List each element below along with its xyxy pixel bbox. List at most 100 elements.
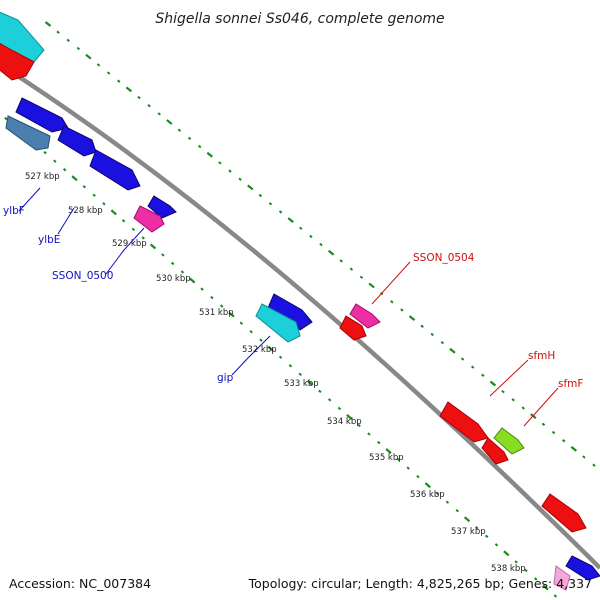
- track-outer-dash: [177, 128, 182, 132]
- track-inner-dash: [141, 236, 145, 240]
- track-outer-dash: [521, 406, 525, 410]
- gene-blue-3[interactable]: [89, 149, 141, 191]
- tick-533kbp: 533 kbp: [284, 379, 319, 389]
- leader-SSON_0500: [105, 227, 145, 275]
- track-inner-dash: [102, 202, 106, 206]
- track-outer-dash: [489, 380, 497, 387]
- gene-red-lower[interactable]: [541, 493, 587, 533]
- leader-ylbE: [57, 207, 75, 235]
- gene-ylbE[interactable]: [57, 125, 97, 157]
- track-outer-dash: [400, 308, 404, 312]
- track-inner-dash: [267, 345, 274, 352]
- track-inner-dash: [131, 227, 136, 232]
- topology-text: Topology: circular; Length: 4,825,265 bp…: [248, 576, 592, 591]
- track-inner-dash: [553, 594, 558, 598]
- track-inner-dash: [210, 295, 214, 300]
- track-inner-dash: [121, 219, 126, 223]
- track-outer-dash: [66, 38, 70, 42]
- track-inner-dash: [249, 330, 253, 334]
- tick-537kbp: 537 kbp: [451, 527, 486, 537]
- track-inner-dash: [288, 364, 293, 368]
- track-outer-dash: [390, 300, 394, 304]
- gene-SSON_0500[interactable]: [133, 205, 165, 233]
- track-outer-dash: [570, 445, 577, 452]
- track-outer-dash: [408, 315, 416, 321]
- gene-sfmF[interactable]: [493, 427, 525, 455]
- tick-536kbp: 536 kbp: [410, 490, 445, 500]
- tick-534kbp: 534 kbp: [327, 417, 362, 427]
- track-inner-dash: [385, 448, 392, 454]
- gene-sfmH-red[interactable]: [439, 401, 489, 443]
- gene-sfmH[interactable]: [481, 437, 509, 465]
- track-inner-dash: [346, 414, 353, 420]
- label-gip[interactable]: gip: [217, 372, 234, 384]
- track-outer-dash: [287, 217, 294, 223]
- track-outer-dash: [430, 332, 434, 337]
- track-outer-dash: [592, 463, 596, 467]
- track-inner-dash: [220, 304, 224, 308]
- track-outer-dash: [541, 422, 546, 426]
- track-outer-dash: [501, 389, 505, 394]
- leader-ylbF: [18, 187, 41, 212]
- gene-ylbF[interactable]: [5, 115, 51, 151]
- track-inner-dash: [463, 516, 471, 523]
- track-inner-dash: [278, 355, 283, 359]
- track-outer-dash: [228, 169, 232, 173]
- track-inner-dash: [484, 534, 489, 538]
- label-SSON_0500[interactable]: SSON_0500: [52, 270, 113, 282]
- dotted-tracks: [4, 21, 596, 598]
- leader-sfmH: [489, 359, 529, 397]
- track-outer-dash: [106, 71, 111, 75]
- track-outer-dash: [561, 439, 566, 443]
- track-inner-dash: [43, 150, 47, 155]
- label-SSON_0504[interactable]: SSON_0504: [413, 252, 475, 264]
- track-inner-dash: [170, 261, 175, 266]
- track-outer-dash: [166, 119, 173, 125]
- gene-gip[interactable]: [255, 303, 301, 343]
- label-ylbE[interactable]: ylbE: [38, 234, 60, 246]
- track-outer-dash: [125, 86, 133, 93]
- track-outer-dash: [551, 430, 556, 435]
- track-inner-dash: [534, 577, 538, 581]
- label-sfmH[interactable]: sfmH: [528, 350, 555, 362]
- gene-blue-gip[interactable]: [267, 293, 313, 331]
- track-outer-dash: [268, 202, 273, 206]
- track-outer-dash: [420, 324, 424, 328]
- track-outer-dash: [258, 193, 263, 198]
- label-sfmF[interactable]: sfmF: [558, 378, 583, 390]
- track-inner-dash: [445, 500, 450, 504]
- track-inner-dash: [161, 253, 165, 257]
- track-inner-dash: [298, 372, 302, 376]
- map-title: Shigella sonnei Ss046, complete genome: [155, 11, 444, 27]
- gene-red-top[interactable]: [0, 38, 35, 81]
- gene-SSON_0504[interactable]: [349, 303, 381, 329]
- track-outer-dash: [339, 259, 343, 263]
- track-inner-dash: [189, 277, 196, 284]
- track-outer-dash: [85, 53, 92, 60]
- gene-red-mid[interactable]: [339, 315, 367, 341]
- track-inner-dash: [406, 466, 410, 470]
- track-outer-dash: [368, 282, 375, 289]
- track-outer-dash: [238, 177, 242, 181]
- gene-ylbF-blue[interactable]: [15, 97, 69, 133]
- track-inner-dash: [435, 491, 440, 496]
- track-outer-dash: [147, 104, 151, 108]
- track-inner-dash: [337, 406, 342, 411]
- track-inner-dash: [259, 338, 263, 342]
- track-outer-dash: [44, 21, 52, 27]
- gene-blue-corner[interactable]: [565, 555, 600, 581]
- track-outer-dash: [440, 340, 445, 345]
- track-inner-dash: [53, 159, 57, 163]
- track-outer-dash: [470, 365, 475, 369]
- gene-pink-corner[interactable]: [553, 565, 571, 591]
- leader-sfmF: [523, 387, 559, 427]
- leader-gip: [231, 335, 271, 376]
- label-ylbF[interactable]: ylbF: [3, 205, 25, 217]
- track-outer-dash: [137, 95, 141, 100]
- track-outer-dash: [309, 234, 313, 239]
- genome-backbone: [0, 61, 600, 570]
- track-outer-dash: [157, 112, 161, 116]
- gene-blue-small[interactable]: [147, 195, 177, 219]
- tick-528kbp: 528 kbp: [68, 206, 103, 216]
- tick-531kbp: 531 kbp: [199, 308, 234, 318]
